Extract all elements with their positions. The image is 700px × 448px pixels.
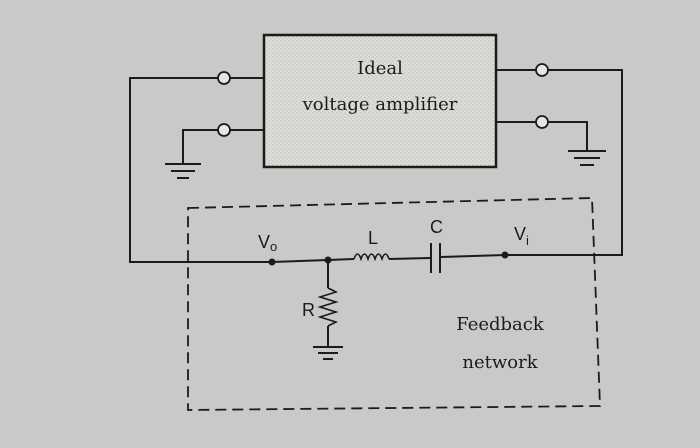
right-bottom-terminal: [535, 115, 549, 129]
capacitor-label: C: [430, 217, 443, 237]
vo-node: [268, 258, 276, 266]
amplifier-label-line2: voltage amplifier: [302, 94, 458, 115]
inductor-to-capacitor-wire: [388, 257, 431, 260]
vi-label-subscript: i: [526, 233, 529, 248]
vo-label-subscript: o: [270, 239, 277, 254]
feedback-network-box: [187, 197, 601, 411]
resistor-zigzag: [317, 287, 339, 327]
feedback-label-line1: Feedback: [456, 314, 545, 335]
inductor-label: L: [368, 228, 378, 248]
left-top-terminal: [217, 71, 231, 85]
right-ground-wire: [548, 121, 588, 150]
left-ground-wire: [182, 129, 218, 163]
left-bottom-terminal: [217, 123, 231, 137]
inductor-coil: [353, 253, 390, 262]
input-wire: [505, 69, 623, 256]
node-to-inductor-wire: [327, 258, 355, 261]
vi-label: Vi: [514, 224, 529, 248]
amplifier-box: [262, 33, 498, 169]
feedback-label-line2: network: [462, 352, 538, 373]
vi-node: [501, 251, 509, 259]
output-wire: [129, 77, 272, 263]
capacitor-to-vi-wire: [440, 254, 506, 258]
resistor-label: R: [302, 300, 315, 320]
amplifier-label-line1: Ideal: [357, 58, 403, 79]
vo-to-node-wire: [271, 259, 329, 263]
right-top-terminal: [535, 63, 549, 77]
vo-label: Vo: [258, 232, 277, 254]
